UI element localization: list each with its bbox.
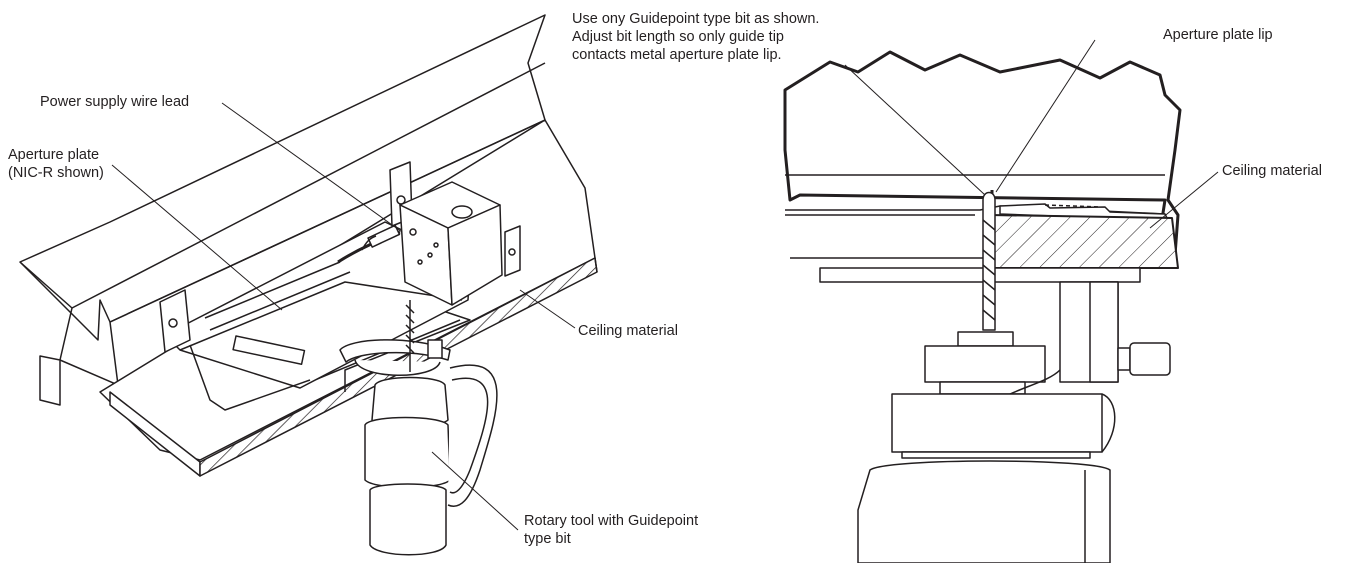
- leader-lines-left: [111, 102, 576, 531]
- rotary-tool-left: [339, 300, 498, 556]
- label-aperture-plate-lip: Aperture plate lip: [1163, 27, 1273, 43]
- ceiling-material-section: [790, 214, 1179, 283]
- right-illustration: [783, 39, 1219, 564]
- label-ceiling-material-left: Ceiling material: [578, 323, 678, 339]
- label-aperture-plate: Aperture plate (NIC-R shown): [8, 147, 104, 181]
- rotary-tool-right: [857, 281, 1171, 564]
- label-bit-instructions: Use ony Guidepoint type bit as shown. Ad…: [572, 11, 820, 63]
- left-illustration: [19, 14, 598, 556]
- label-rotary-tool: Rotary tool with Guidepoint type bit: [524, 513, 699, 547]
- leader-lines-right: [844, 39, 1219, 229]
- label-ceiling-material-right: Ceiling material: [1222, 163, 1322, 179]
- ceiling-joist: [19, 14, 546, 406]
- junction-box: [399, 181, 503, 306]
- drill-bit: [982, 191, 996, 331]
- label-power-supply-wire-lead: Power supply wire lead: [40, 94, 190, 110]
- power-supply-wire: [337, 224, 401, 264]
- ceiling-joist-section: [783, 50, 1182, 267]
